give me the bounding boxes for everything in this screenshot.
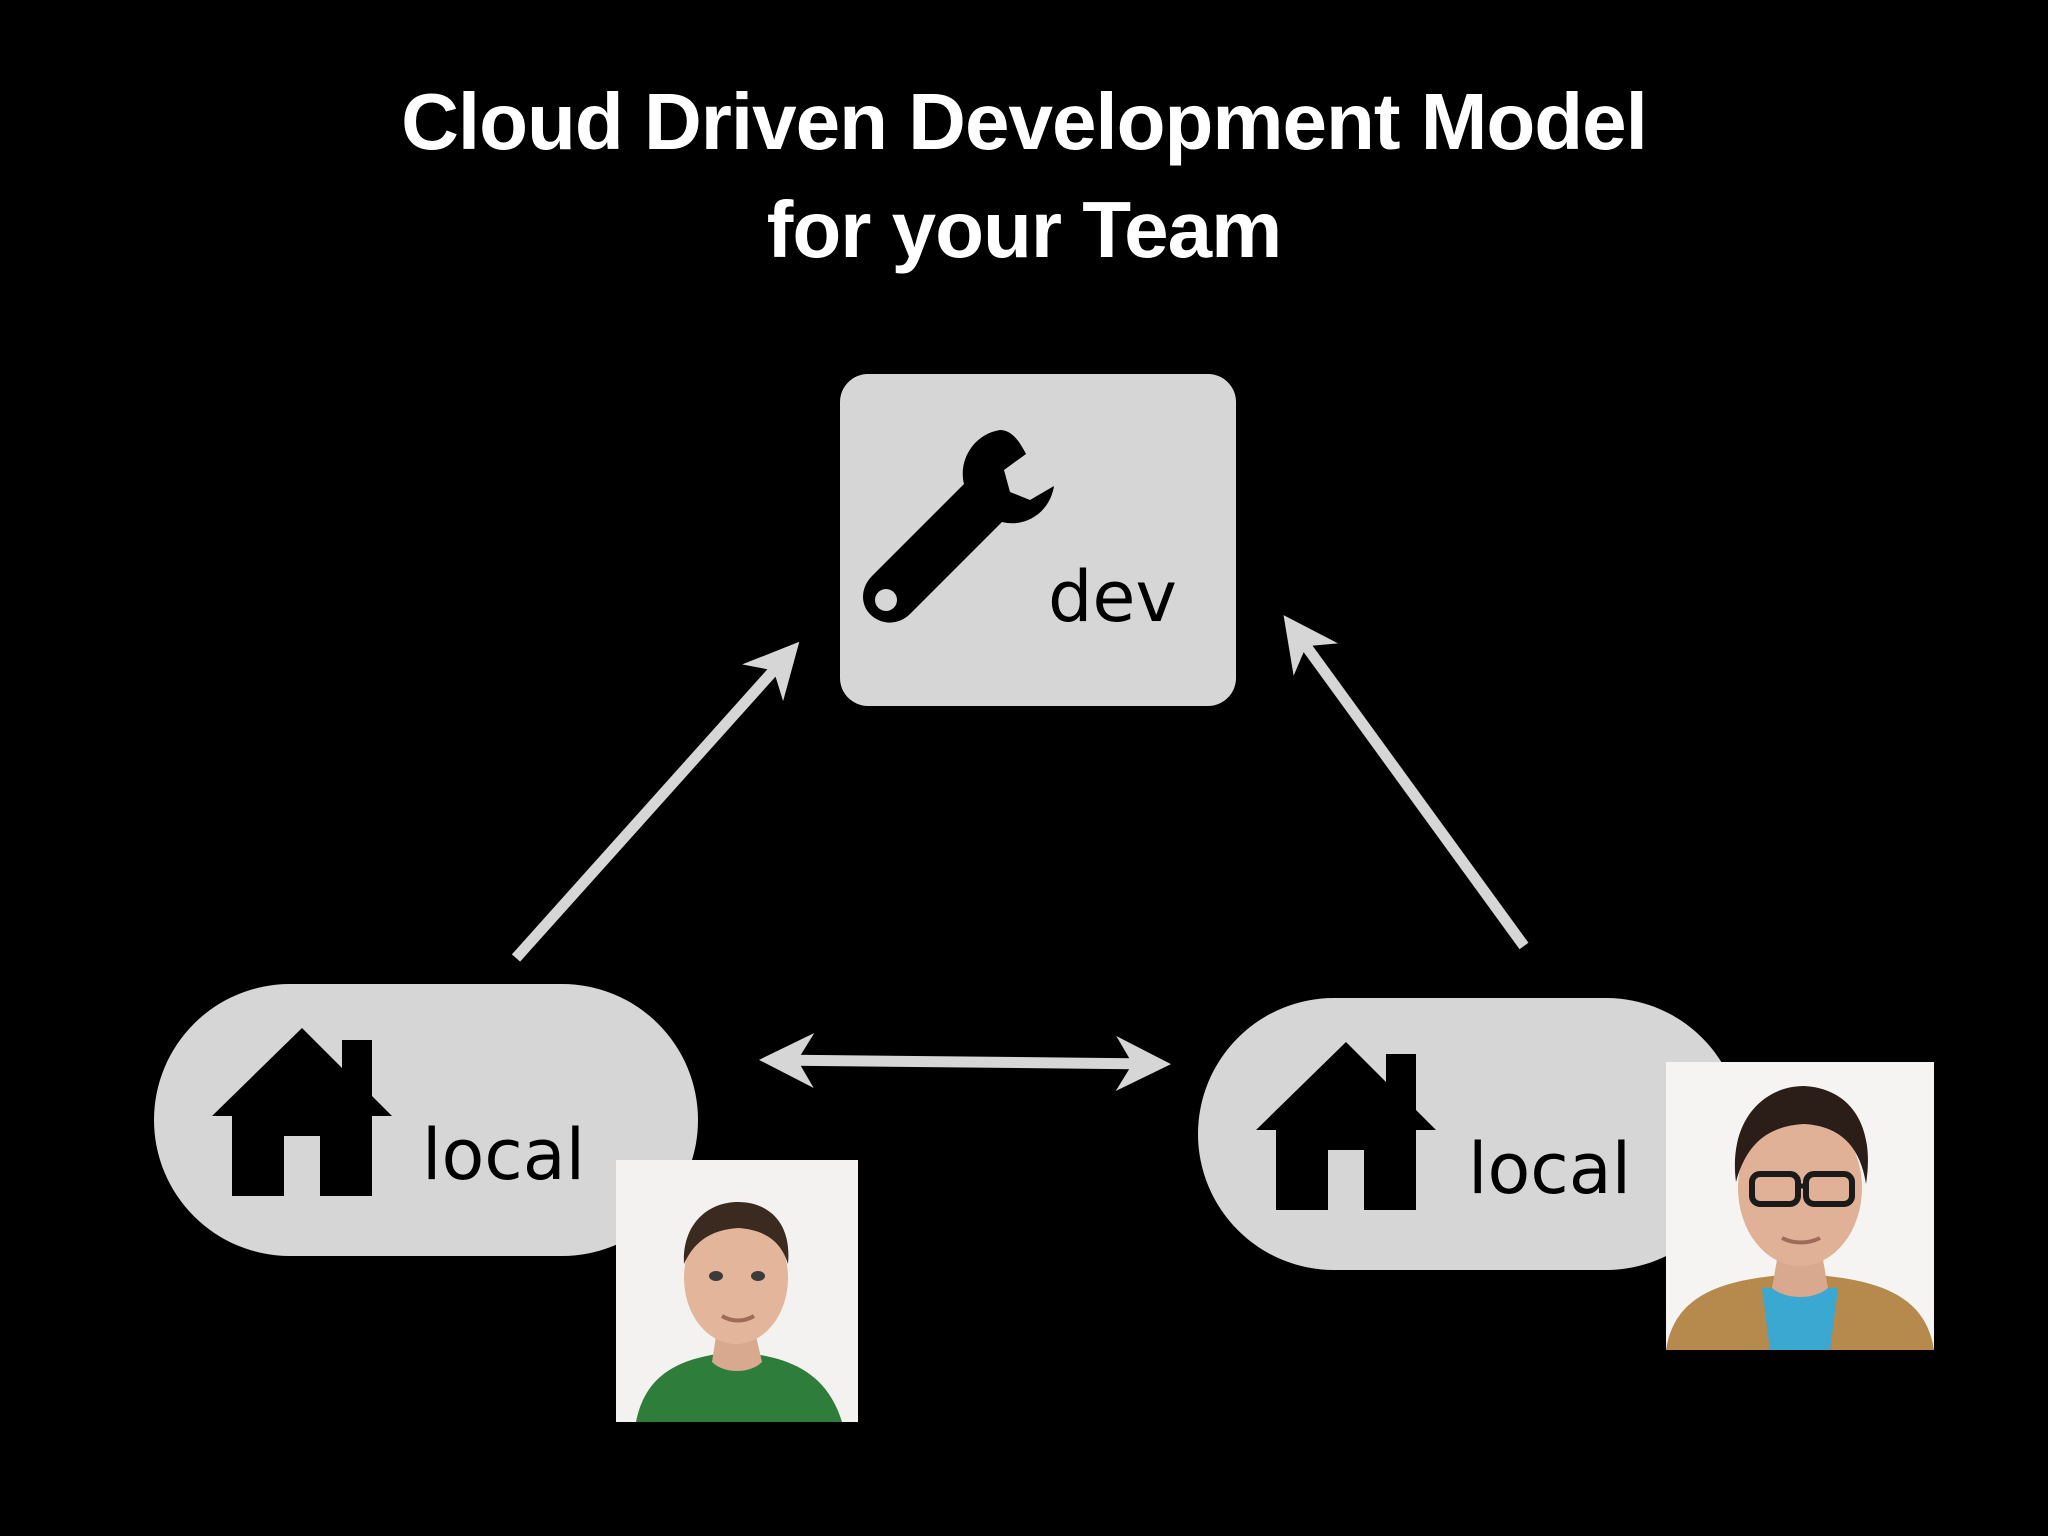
wrench-icon <box>854 424 1054 624</box>
slide-title: Cloud Driven Development Model for your … <box>0 68 2048 284</box>
local-node-right: local <box>1198 998 1742 1270</box>
arrow-local-left-to-dev <box>511 641 800 962</box>
arrow-local-left-local-right <box>759 1032 1171 1092</box>
local-node-left: local <box>154 984 698 1256</box>
title-line-1: Cloud Driven Development Model <box>401 77 1648 166</box>
local-label-left: local <box>422 1114 586 1196</box>
home-icon <box>1256 1038 1436 1218</box>
home-icon <box>212 1024 392 1204</box>
title-line-2: for your Team <box>766 185 1283 274</box>
local-label-right: local <box>1468 1128 1632 1210</box>
developer-photo-right <box>1666 1062 1934 1350</box>
developer-photo-left <box>616 1160 858 1422</box>
arrow-local-right-to-dev <box>1283 615 1529 950</box>
dev-node: dev <box>840 374 1236 706</box>
dev-label: dev <box>1048 556 1177 638</box>
